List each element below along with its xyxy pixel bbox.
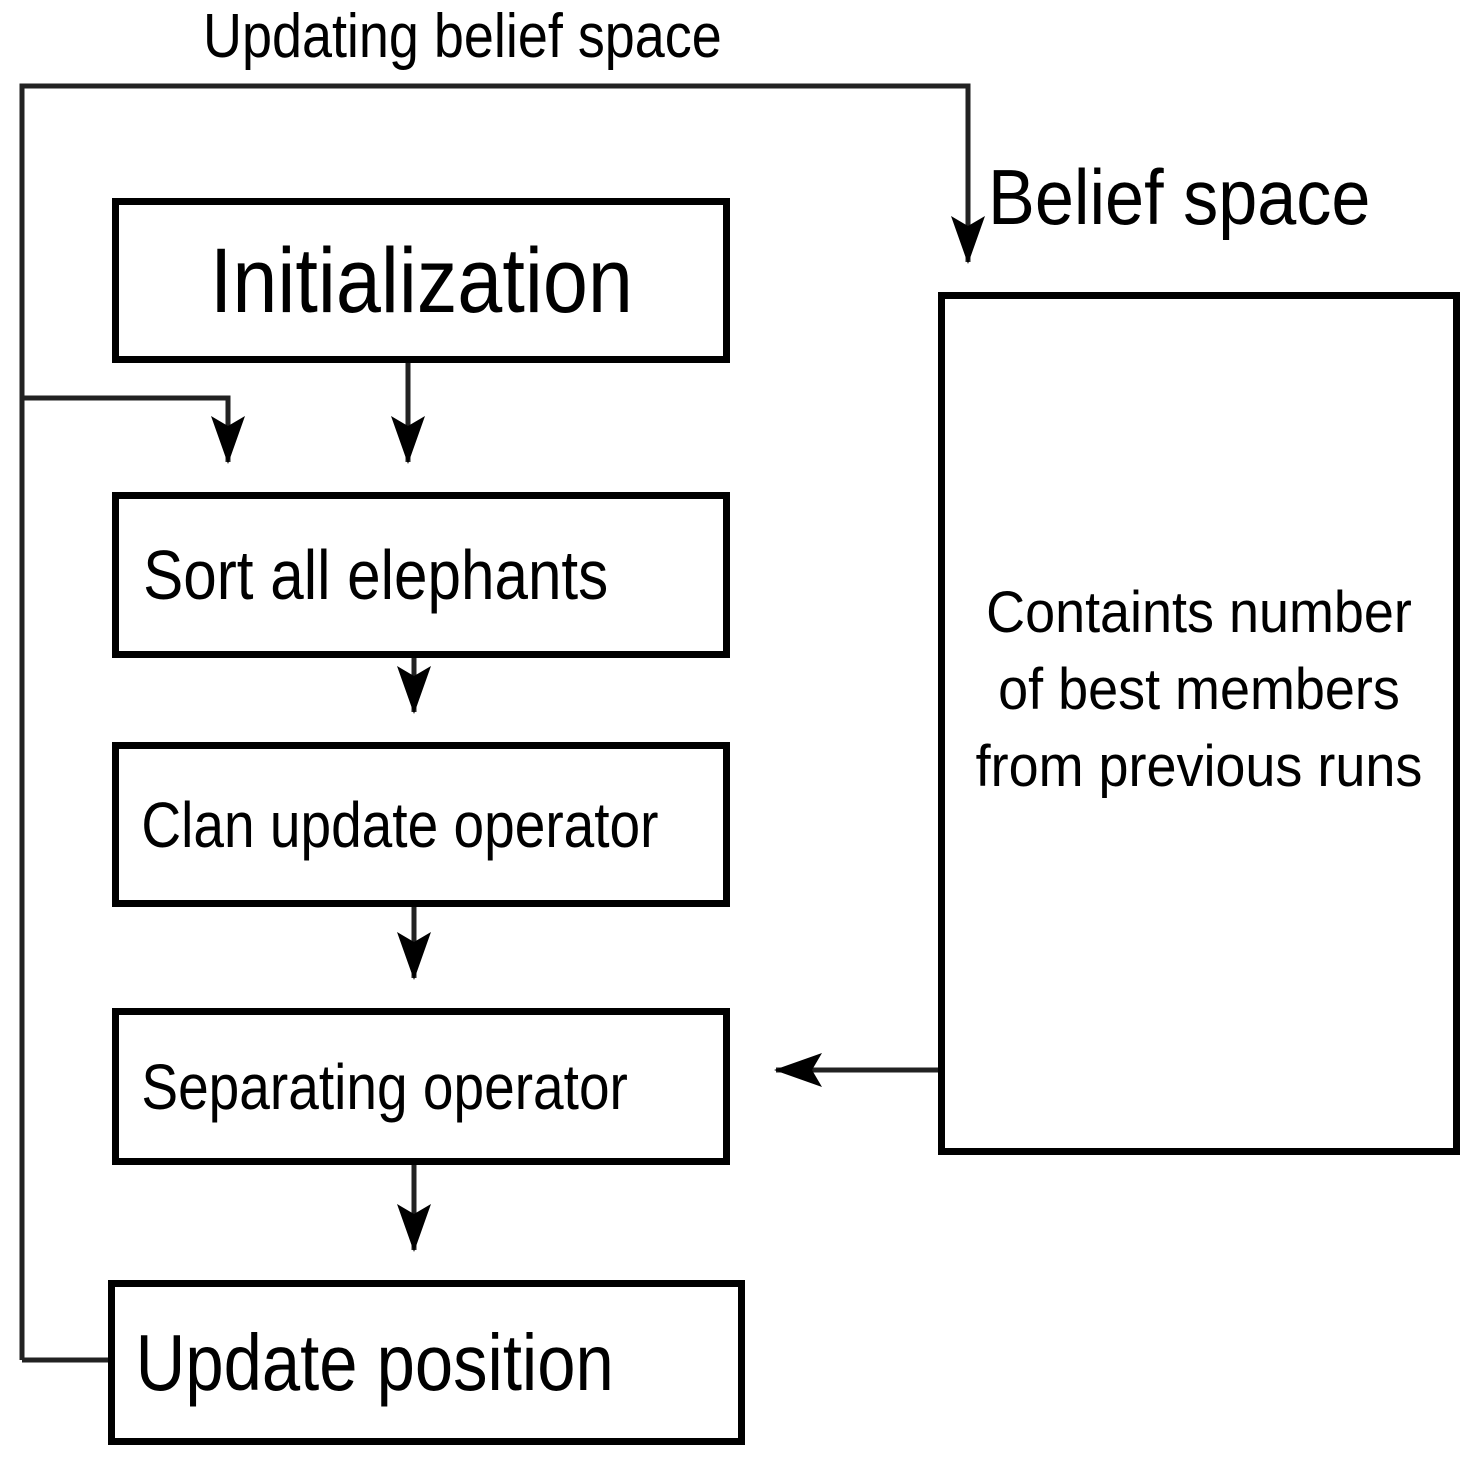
node-sort-all-elephants[interactable]: Sort all elephants — [112, 492, 730, 658]
node-separating-operator-label: Separating operator — [141, 1050, 628, 1123]
node-update-position-label: Update position — [135, 1317, 614, 1407]
edge-update-to-sort — [22, 395, 245, 464]
node-initialization[interactable]: Initialization — [112, 198, 730, 363]
node-belief-space[interactable]: Containts number of best members from pr… — [938, 292, 1460, 1155]
node-clan-update-operator-label: Clan update operator — [141, 788, 659, 861]
node-initialization-label: Initialization — [209, 229, 633, 332]
node-sort-all-elephants-label: Sort all elephants — [143, 536, 609, 614]
updating-belief-space-label: Updating belief space — [203, 2, 722, 71]
node-clan-update-operator[interactable]: Clan update operator — [112, 742, 730, 907]
node-belief-space-description: Containts number of best members from pr… — [975, 580, 1423, 800]
belief-space-label: Belief space — [988, 153, 1371, 241]
node-separating-operator[interactable]: Separating operator — [112, 1008, 730, 1165]
edge-update-to-belief — [19, 83, 985, 1360]
node-update-position[interactable]: Update position — [108, 1280, 745, 1445]
